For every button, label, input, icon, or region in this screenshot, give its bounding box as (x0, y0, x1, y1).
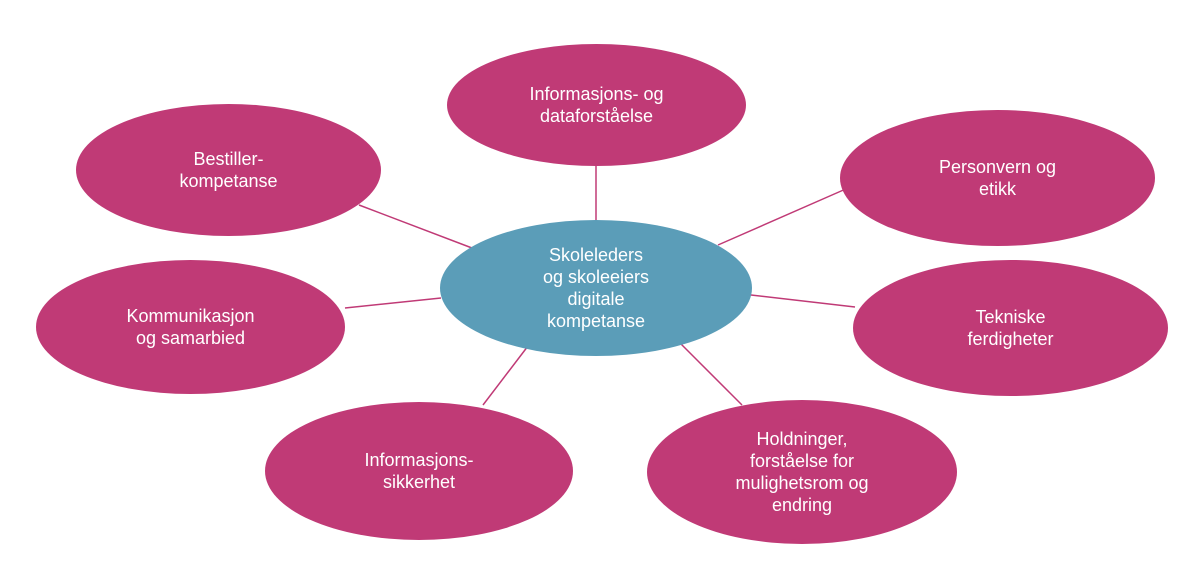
connector-top-right (717, 187, 849, 246)
node-label: Personvern og etikk (938, 157, 1057, 199)
connector-bottom-left (482, 345, 529, 406)
connector-right (750, 294, 856, 308)
node-informasjons-og-dataforstaelse: Informasjons- og dataforståelse (447, 44, 746, 166)
node-label: Bestiller- kompetanse (179, 149, 278, 191)
node-informasjonssikkerhet: Informasjons- sikkerhet (265, 402, 573, 540)
connector-left (344, 297, 442, 309)
node-label: Tekniske ferdigheter (967, 307, 1054, 349)
node-kommunikasjon-og-samarbeid: Kommunikasjon og samarbied (36, 260, 345, 394)
node-holdninger: Holdninger, forståelse for mulighetsrom … (647, 400, 957, 544)
node-label: Informasjons- og dataforståelse (529, 84, 664, 126)
connector-top-left (358, 204, 473, 249)
center-label: Skoleleders og skoleeiers digitale kompe… (542, 245, 650, 331)
node-label: Informasjons- sikkerhet (364, 450, 474, 492)
node-personvern-og-etikk: Personvern og etikk (840, 110, 1155, 246)
node-bestillerkompetanse: Bestiller- kompetanse (76, 104, 381, 236)
connector-bottom-right (679, 342, 743, 406)
node-center-digital-competence: Skoleleders og skoleeiers digitale kompe… (440, 220, 752, 356)
node-tekniske-ferdigheter: Tekniske ferdigheter (853, 260, 1168, 396)
node-label: Holdninger, forståelse for mulighetsrom … (735, 429, 869, 515)
node-label: Kommunikasjon og samarbied (126, 306, 255, 348)
